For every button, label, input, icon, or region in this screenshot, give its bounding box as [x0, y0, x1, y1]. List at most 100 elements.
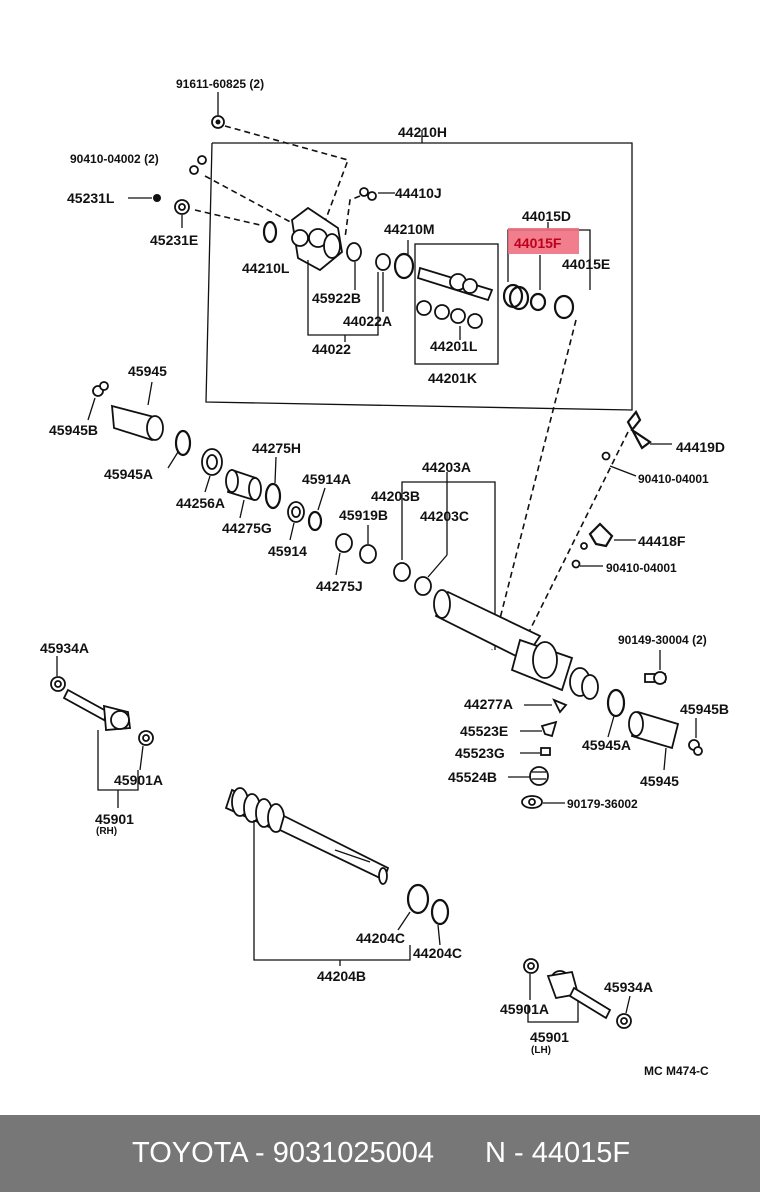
label-45523G: 45523G: [455, 745, 505, 761]
label-45914A: 45914A: [302, 471, 351, 487]
label-44419D: 44419D: [676, 439, 725, 455]
oring-44275H-icon: [264, 482, 282, 510]
seal-44015D-icon: [502, 283, 530, 311]
diagram-code: MC M474-C: [644, 1064, 709, 1078]
label-44022: 44022: [312, 341, 351, 357]
clamp-45945A-right-icon: [606, 688, 626, 718]
nut-45934A-left-icon: [50, 676, 66, 692]
tie-rod-end-45901-rh-icon: [62, 688, 132, 731]
footer-part-number: TOYOTA - 9031025004: [132, 1137, 435, 1169]
label-45945A-right: 45945A: [582, 737, 631, 753]
label-90410-04001-a: 90410-04001: [638, 472, 709, 486]
label-44275G: 44275G: [222, 520, 272, 536]
bolt-91611-icon: [211, 115, 225, 129]
nut-45901A-right-icon: [523, 958, 539, 974]
ball-45231L-icon: [153, 194, 161, 202]
label-44256A: 44256A: [176, 495, 225, 511]
clip-44277A-icon: [552, 698, 568, 714]
label-45524B: 45524B: [448, 769, 497, 785]
label-44210H: 44210H: [398, 124, 447, 140]
plate-45523E-icon: [540, 720, 558, 738]
clamp-45945B-right-icon: [688, 739, 703, 756]
label-44022A: 44022A: [343, 313, 392, 329]
footer-part-code: N - 44015F: [485, 1137, 631, 1169]
label-90149: 90149-30004 (2): [618, 633, 707, 647]
label-45901A-right: 45901A: [500, 1001, 549, 1017]
bushing-45914-icon: [287, 501, 305, 523]
rack-shaft-44204B-icon: [224, 787, 390, 885]
clamp-45945B-icon: [92, 381, 109, 397]
clamp-45945A-icon: [174, 429, 192, 457]
oring-45914A-icon: [307, 510, 323, 532]
spring-45523G-icon: [540, 747, 551, 756]
valve-housing-icon: [291, 206, 343, 272]
label-44015D: 44015D: [522, 208, 571, 224]
label-44204B: 44204B: [317, 968, 366, 984]
label-lh: (LH): [531, 1045, 551, 1056]
label-90179: 90179-36002: [567, 797, 638, 811]
bushing-44275G-icon: [225, 468, 262, 502]
locknut-90179-icon: [521, 795, 543, 809]
label-45523E: 45523E: [460, 723, 508, 739]
nut-45934A-right-icon: [616, 1013, 632, 1029]
kit-box-44201K: [414, 243, 499, 365]
seal-44203C-icon: [414, 576, 432, 596]
label-44201K: 44201K: [428, 370, 477, 386]
oring-44210L-icon: [262, 220, 278, 244]
steering-rack-parts-diagram: 91611-60825 (2) 44210H 90410-04002 (2) 4…: [40, 77, 729, 1078]
label-45945-left: 45945: [128, 363, 167, 379]
label-44275H: 44275H: [252, 440, 301, 456]
seal-45922B-icon: [346, 242, 362, 262]
label-45934A-left: 45934A: [40, 640, 89, 656]
ring-44015F-icon: [529, 292, 547, 312]
label-44418F: 44418F: [638, 533, 686, 549]
footer-bar: TOYOTA - 9031025004 N - 44015F: [0, 1115, 760, 1192]
label-44203C: 44203C: [420, 508, 469, 524]
label-44201L: 44201L: [430, 338, 478, 354]
label-44210M: 44210M: [384, 221, 435, 237]
nut-45901A-left-icon: [138, 730, 154, 746]
clamp-44418F-icon: [580, 522, 614, 550]
label-44015F: 44015F: [514, 235, 562, 251]
label-45934A-right: 45934A: [604, 979, 653, 995]
guide-45524B-icon: [529, 766, 549, 786]
bolt-90149-icon: [644, 671, 667, 685]
label-45901A-left: 45901A: [114, 772, 163, 788]
label-45231E: 45231E: [150, 232, 198, 248]
bushing-44275J-icon: [335, 533, 353, 553]
label-45945-right: 45945: [640, 773, 679, 789]
label-rh: (RH): [96, 826, 117, 837]
label-44277A: 44277A: [464, 696, 513, 712]
label-45231L: 45231L: [67, 190, 115, 206]
oring-44204C-a-icon: [406, 883, 430, 915]
label-45945B-left: 45945B: [49, 422, 98, 438]
assembly-frame-44210H: [205, 142, 633, 411]
seal-44256A-icon: [201, 448, 223, 476]
seal-44203B-icon: [393, 562, 411, 582]
label-45945A-left: 45945A: [104, 466, 153, 482]
label-44410J: 44410J: [395, 185, 442, 201]
label-90410-04002: 90410-04002 (2): [70, 152, 159, 166]
label-45922B: 45922B: [312, 290, 361, 306]
label-44210L: 44210L: [242, 260, 290, 276]
nut-45231E-icon: [174, 199, 190, 215]
ring-44022A-icon: [375, 253, 391, 271]
label-45901-lh: 45901: [530, 1029, 569, 1045]
label-45914: 45914: [268, 543, 307, 559]
clip-90410-icon: [189, 155, 207, 175]
label-44203A: 44203A: [422, 459, 471, 475]
valve-spool-icon: [416, 266, 494, 329]
label-45919B: 45919B: [339, 507, 388, 523]
boot-45945-icon: [110, 404, 164, 442]
label-45901-rh: 45901: [95, 811, 134, 827]
label-45945B-right: 45945B: [680, 701, 729, 717]
label-44275J: 44275J: [316, 578, 363, 594]
label-91611: 91611-60825 (2): [176, 77, 264, 91]
label-44015E: 44015E: [562, 256, 610, 272]
label-44204C-b: 44204C: [413, 945, 462, 961]
rack-housing-icon: [433, 589, 599, 700]
label-44203B: 44203B: [371, 488, 420, 504]
oring-44204C-b-icon: [430, 898, 450, 926]
boot-45945-right-icon: [628, 710, 680, 750]
label-90410-04001-b: 90410-04001: [606, 561, 677, 575]
